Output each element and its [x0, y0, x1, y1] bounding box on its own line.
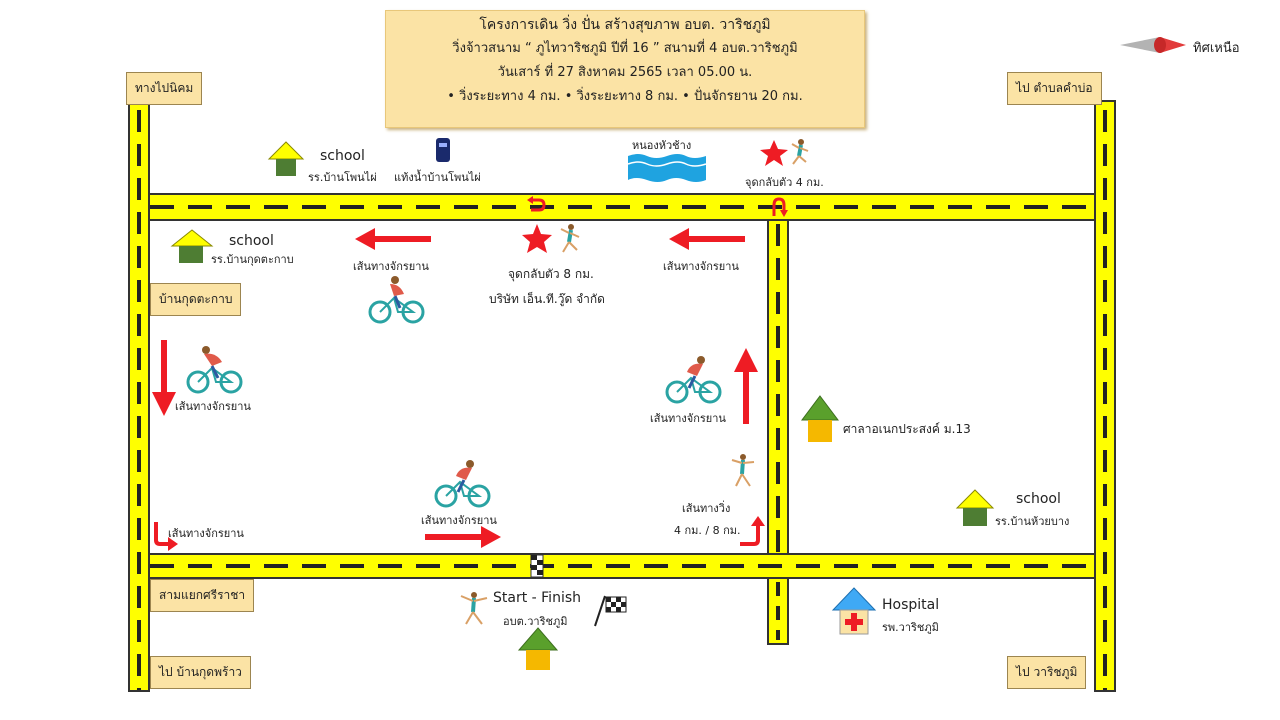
- u-turn-icon: [772, 197, 788, 217]
- bike-route-label: เส้นทางจักรยาน: [650, 412, 726, 425]
- school-word: school: [1016, 491, 1061, 507]
- turn-point-8km-marker: [522, 224, 580, 253]
- school-icon: [955, 489, 995, 526]
- bike-route-label: เส้นทางจักรยาน: [663, 260, 739, 273]
- bike-route-label: เส้นทางจักรยาน: [175, 400, 251, 413]
- u-turn-icon: [527, 196, 546, 212]
- water-tower-label: แท้งน้ำบ้านโพนไผ่: [394, 171, 481, 184]
- turn-right-arrow-icon: [154, 522, 178, 551]
- hospital-name: รพ.วาริชภูมิ: [882, 621, 939, 634]
- hospital-word: Hospital: [882, 597, 940, 613]
- arrow-up-icon: [734, 348, 758, 424]
- runner-icon: [791, 139, 809, 165]
- event-title: โครงการเดิน วิ่ง ปั่น สร้างสุขภาพ อบต. ว…: [479, 17, 771, 33]
- arrow-left-icon: [355, 228, 431, 250]
- pond-label: หนองหัวช้าง: [632, 139, 692, 152]
- north-arrow-icon: [1120, 37, 1186, 53]
- water-tower-icon: [436, 138, 450, 162]
- arrow-left-icon: [669, 228, 745, 250]
- label-to-kham-bo: ไป ตำบลคำบ่อ: [1007, 72, 1102, 105]
- arrow-down-icon: [152, 340, 176, 416]
- runner-icon: [560, 224, 580, 253]
- label-to-kut-phrao: ไป บ้านกุดพร้าว: [150, 656, 251, 689]
- run-route-label: เส้นทางวิ่ง: [682, 502, 731, 515]
- runner-icon: [460, 592, 488, 625]
- turn-up-arrow-icon: [740, 516, 765, 546]
- runner-icon: [731, 454, 755, 487]
- sala-label: ศาลาอเนกประสงค์ ม.13: [843, 422, 971, 436]
- label-ban-kut-takap: บ้านกุดตะกาบ: [150, 283, 242, 316]
- arrow-right-icon: [425, 526, 501, 548]
- sala-building-icon: [801, 395, 839, 442]
- start-finish-place: อบต.วาริชภูมิ: [503, 615, 568, 628]
- event-title-box: โครงการเดิน วิ่ง ปั่น สร้างสุขภาพ อบต. ว…: [385, 10, 865, 128]
- turn-point-8km-company: บริษัท เอ็น.ที.วู๊ด จำกัด: [489, 292, 605, 306]
- school-phon-phai: รร.บ้านโพนไผ่: [308, 171, 377, 184]
- cyclist-icon: [434, 460, 491, 508]
- bike-route-label: เส้นทางจักรยาน: [421, 514, 497, 527]
- start-finish-label: Start - Finish: [493, 590, 582, 606]
- label-si-racha-junction: สามแยกศรีราชา: [150, 579, 255, 612]
- event-subtitle: วิ่งจ้าวสนาม “ ภูไทวาริชภูมิ ปีที่ 16 ” …: [452, 41, 798, 56]
- school-huai-bang: รร.บ้านห้วยบาง: [995, 515, 1070, 528]
- event-date: วันเสาร์ ที่ 27 สิงหาคม 2565 เวลา 05.00 …: [497, 65, 753, 80]
- label-to-waritchaphum: ไป วาริชภูมิ: [1007, 656, 1087, 689]
- checkered-flag-icon: [594, 595, 627, 627]
- bike-route-label: เส้นทางจักรยาน: [168, 527, 244, 540]
- pond-water-icon: [627, 154, 707, 182]
- cyclist-icon: [665, 356, 722, 404]
- school-kut-takap: รร.บ้านกุดตะกาบ: [211, 253, 294, 266]
- north-indicator: [1120, 34, 1190, 60]
- cyclist-icon: [368, 276, 425, 324]
- cyclist-icon: [186, 346, 243, 394]
- turn-point-4km-marker: [760, 139, 809, 166]
- school-word: school: [229, 233, 274, 249]
- turn-point-4km-label: จุดกลับตัว 4 กม.: [745, 176, 824, 189]
- finish-line-marker: [530, 554, 544, 578]
- school-icon: [170, 229, 214, 263]
- turn-point-8km-label: จุดกลับตัว 8 กม.: [508, 267, 594, 281]
- school-icon: [267, 141, 305, 176]
- north-label: ทิศเหนือ: [1193, 41, 1240, 56]
- event-distances: • วิ่งระยะทาง 4 กม. • วิ่งระยะทาง 8 กม. …: [447, 89, 803, 104]
- run-route-distances: 4 กม. / 8 กม.: [674, 524, 741, 537]
- label-to-nikhom: ทางไปนิคม: [126, 72, 203, 105]
- sao-office-icon: [517, 627, 559, 670]
- hospital-icon: [831, 587, 877, 635]
- bike-route-label: เส้นทางจักรยาน: [353, 260, 429, 273]
- school-word: school: [320, 148, 365, 164]
- road-middle-north: [767, 219, 789, 555]
